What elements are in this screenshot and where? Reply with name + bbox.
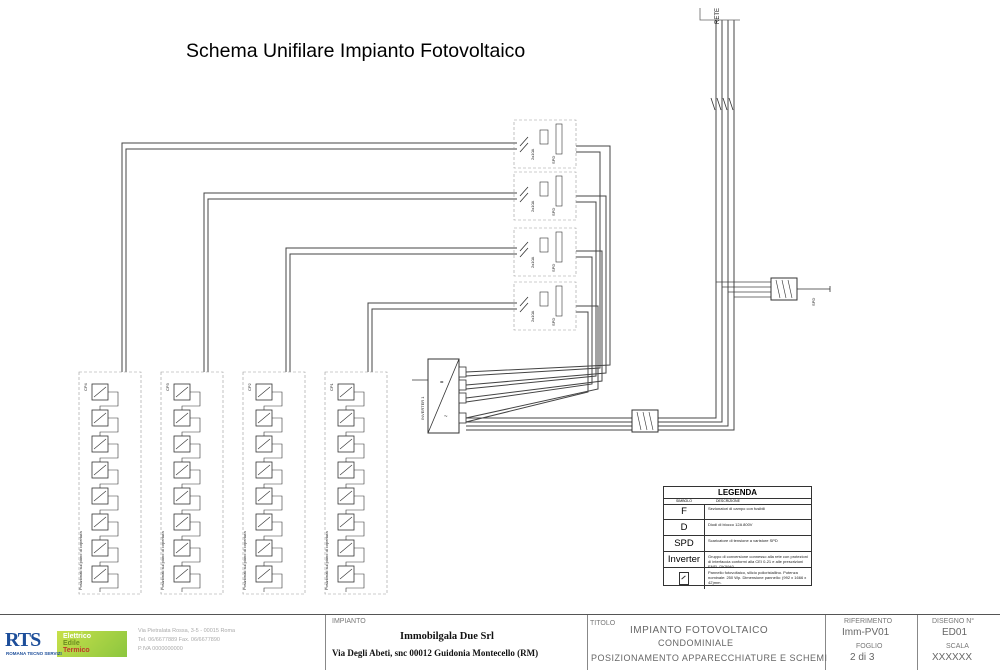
pv-string-label: CP3 [165,382,170,391]
fuse-label: 2x10A [530,148,535,160]
legend-row: Pannello fotovoltaico, silicio policrist… [664,568,811,589]
grid-label: RETE [715,8,721,24]
titolo-line1: IMPIANTO FOTOVOLTAICO [630,625,769,636]
pv-string-note: Posizionati sul piano di copertura [242,531,247,590]
legend: LEGENDA SIMBOLO DESCRIZIONE F Sezionator… [663,486,812,589]
scala-caption: SCALA [946,643,969,650]
legend-desc: Pannello fotovoltaico, silicio policrist… [708,570,807,585]
impianto-cell: IMPIANTO Immobilgala Due Srl Via Degli A… [326,615,588,670]
company-logo: RTS ROMANA TECNO SERVIZI Elettrico Edile… [3,623,131,663]
fuse-label: 2x10A [530,256,535,268]
combiner-box-3: 2x10A SPD [513,227,577,277]
riferimento-value: Imm-PV01 [842,627,890,638]
ac-disconnect [631,409,659,433]
legend-symbol: SPD [664,536,705,551]
impianto-address: Via Degli Abeti, snc 00012 Guidonia Mont… [332,648,539,658]
foglio-value: 2 di 3 [850,652,875,663]
legend-col-desc: DESCRIZIONE [716,499,740,503]
legend-title: LEGENDA [664,487,811,499]
titolo-line2: CONDOMINIALE [658,638,734,648]
impianto-caption: IMPIANTO [332,618,366,625]
disegno-caption: DISEGNO N° [932,618,975,625]
grid-spd: SPD [770,277,831,306]
pv-string-label: CP1 [329,382,334,391]
foglio-caption: FOGLIO [856,643,883,650]
scala-value: XXXXXX [932,652,973,663]
company-address: Via Pietralata Rossa, 3-5 - 00015 Roma T… [138,628,236,652]
disegno-value: ED01 [942,627,968,638]
legend-desc: Sezionatori di campo con fusibili [708,506,766,511]
impianto-name: Immobilgala Due Srl [400,631,494,642]
pv-string-label: CP4 [83,382,88,391]
fuse-label: 2x10A [530,200,535,212]
title-block: RTS ROMANA TECNO SERVIZI Elettrico Edile… [0,614,1000,670]
fuse-label: 2x10A [530,310,535,322]
pv-string-label: CP2 [247,382,252,391]
spd-label: SPD [551,208,556,216]
svg-text:~: ~ [444,414,448,420]
pv-panel-icon [679,572,689,585]
legend-desc: Gruppo di conversione connesso alla rete… [708,554,808,569]
titolo-cell: TITOLO IMPIANTO FOTOVOLTAICO CONDOMINIAL… [588,615,828,670]
legend-row: F Sezionatori di campo con fusibili [664,504,811,520]
diagram-title: Schema Unifilare Impianto Fotovoltaico [186,40,526,62]
legend-desc: Diodi di blocco 12A 800V [708,522,753,527]
titolo-caption: TITOLO [590,620,616,627]
spd-label: SPD [551,318,556,326]
legend-symbol: F [664,504,705,519]
legend-col-symbol: SIMBOLO [676,499,692,503]
pv-string-note: Posizionati sul piano di copertura [160,531,165,590]
company-cell: RTS ROMANA TECNO SERVIZI Elettrico Edile… [0,615,326,670]
legend-row: Inverter Gruppo di conversione connesso … [664,552,811,569]
legend-symbol [664,568,705,589]
spd-label: SPD [551,264,556,272]
spd-label: SPD [551,156,556,164]
svg-text:=: = [440,380,444,386]
svg-text:SPD: SPD [811,298,816,306]
legend-row: D Diodi di blocco 12A 800V [664,520,811,536]
legend-symbol: D [664,520,705,535]
riferimento-cell: RIFERIMENTO Imm-PV01 FOGLIO 2 di 3 [826,615,918,670]
combiner-box-2: 2x10A SPD [513,171,577,221]
titolo-line3: POSIZIONAMENTO APPARECCHIATURE E SCHEMI [591,653,828,663]
pv-string-note: Posizionati sul piano di copertura [78,531,83,590]
legend-desc: Scaricatore di tensione a varistore SPD [708,538,778,543]
combiner-box-4: 2x10A SPD [513,281,577,331]
riferimento-caption: RIFERIMENTO [844,618,893,625]
pv-string-note: Posizionati sul piano di copertura [324,531,329,590]
combiner-box-1: 2x10A SPD [513,119,577,169]
inverter-symbol: = ~ INVERTER 1 [420,358,460,434]
grid-breaker [710,97,734,111]
legend-row: SPD Scaricatore di tensione a varistore … [664,536,811,552]
disegno-cell: DISEGNO N° ED01 SCALA XXXXXX [918,615,1000,670]
legend-symbol: Inverter [664,552,705,567]
inverter-label: INVERTER 1 [420,396,425,420]
legend-columns: SIMBOLO DESCRIZIONE [664,498,811,505]
